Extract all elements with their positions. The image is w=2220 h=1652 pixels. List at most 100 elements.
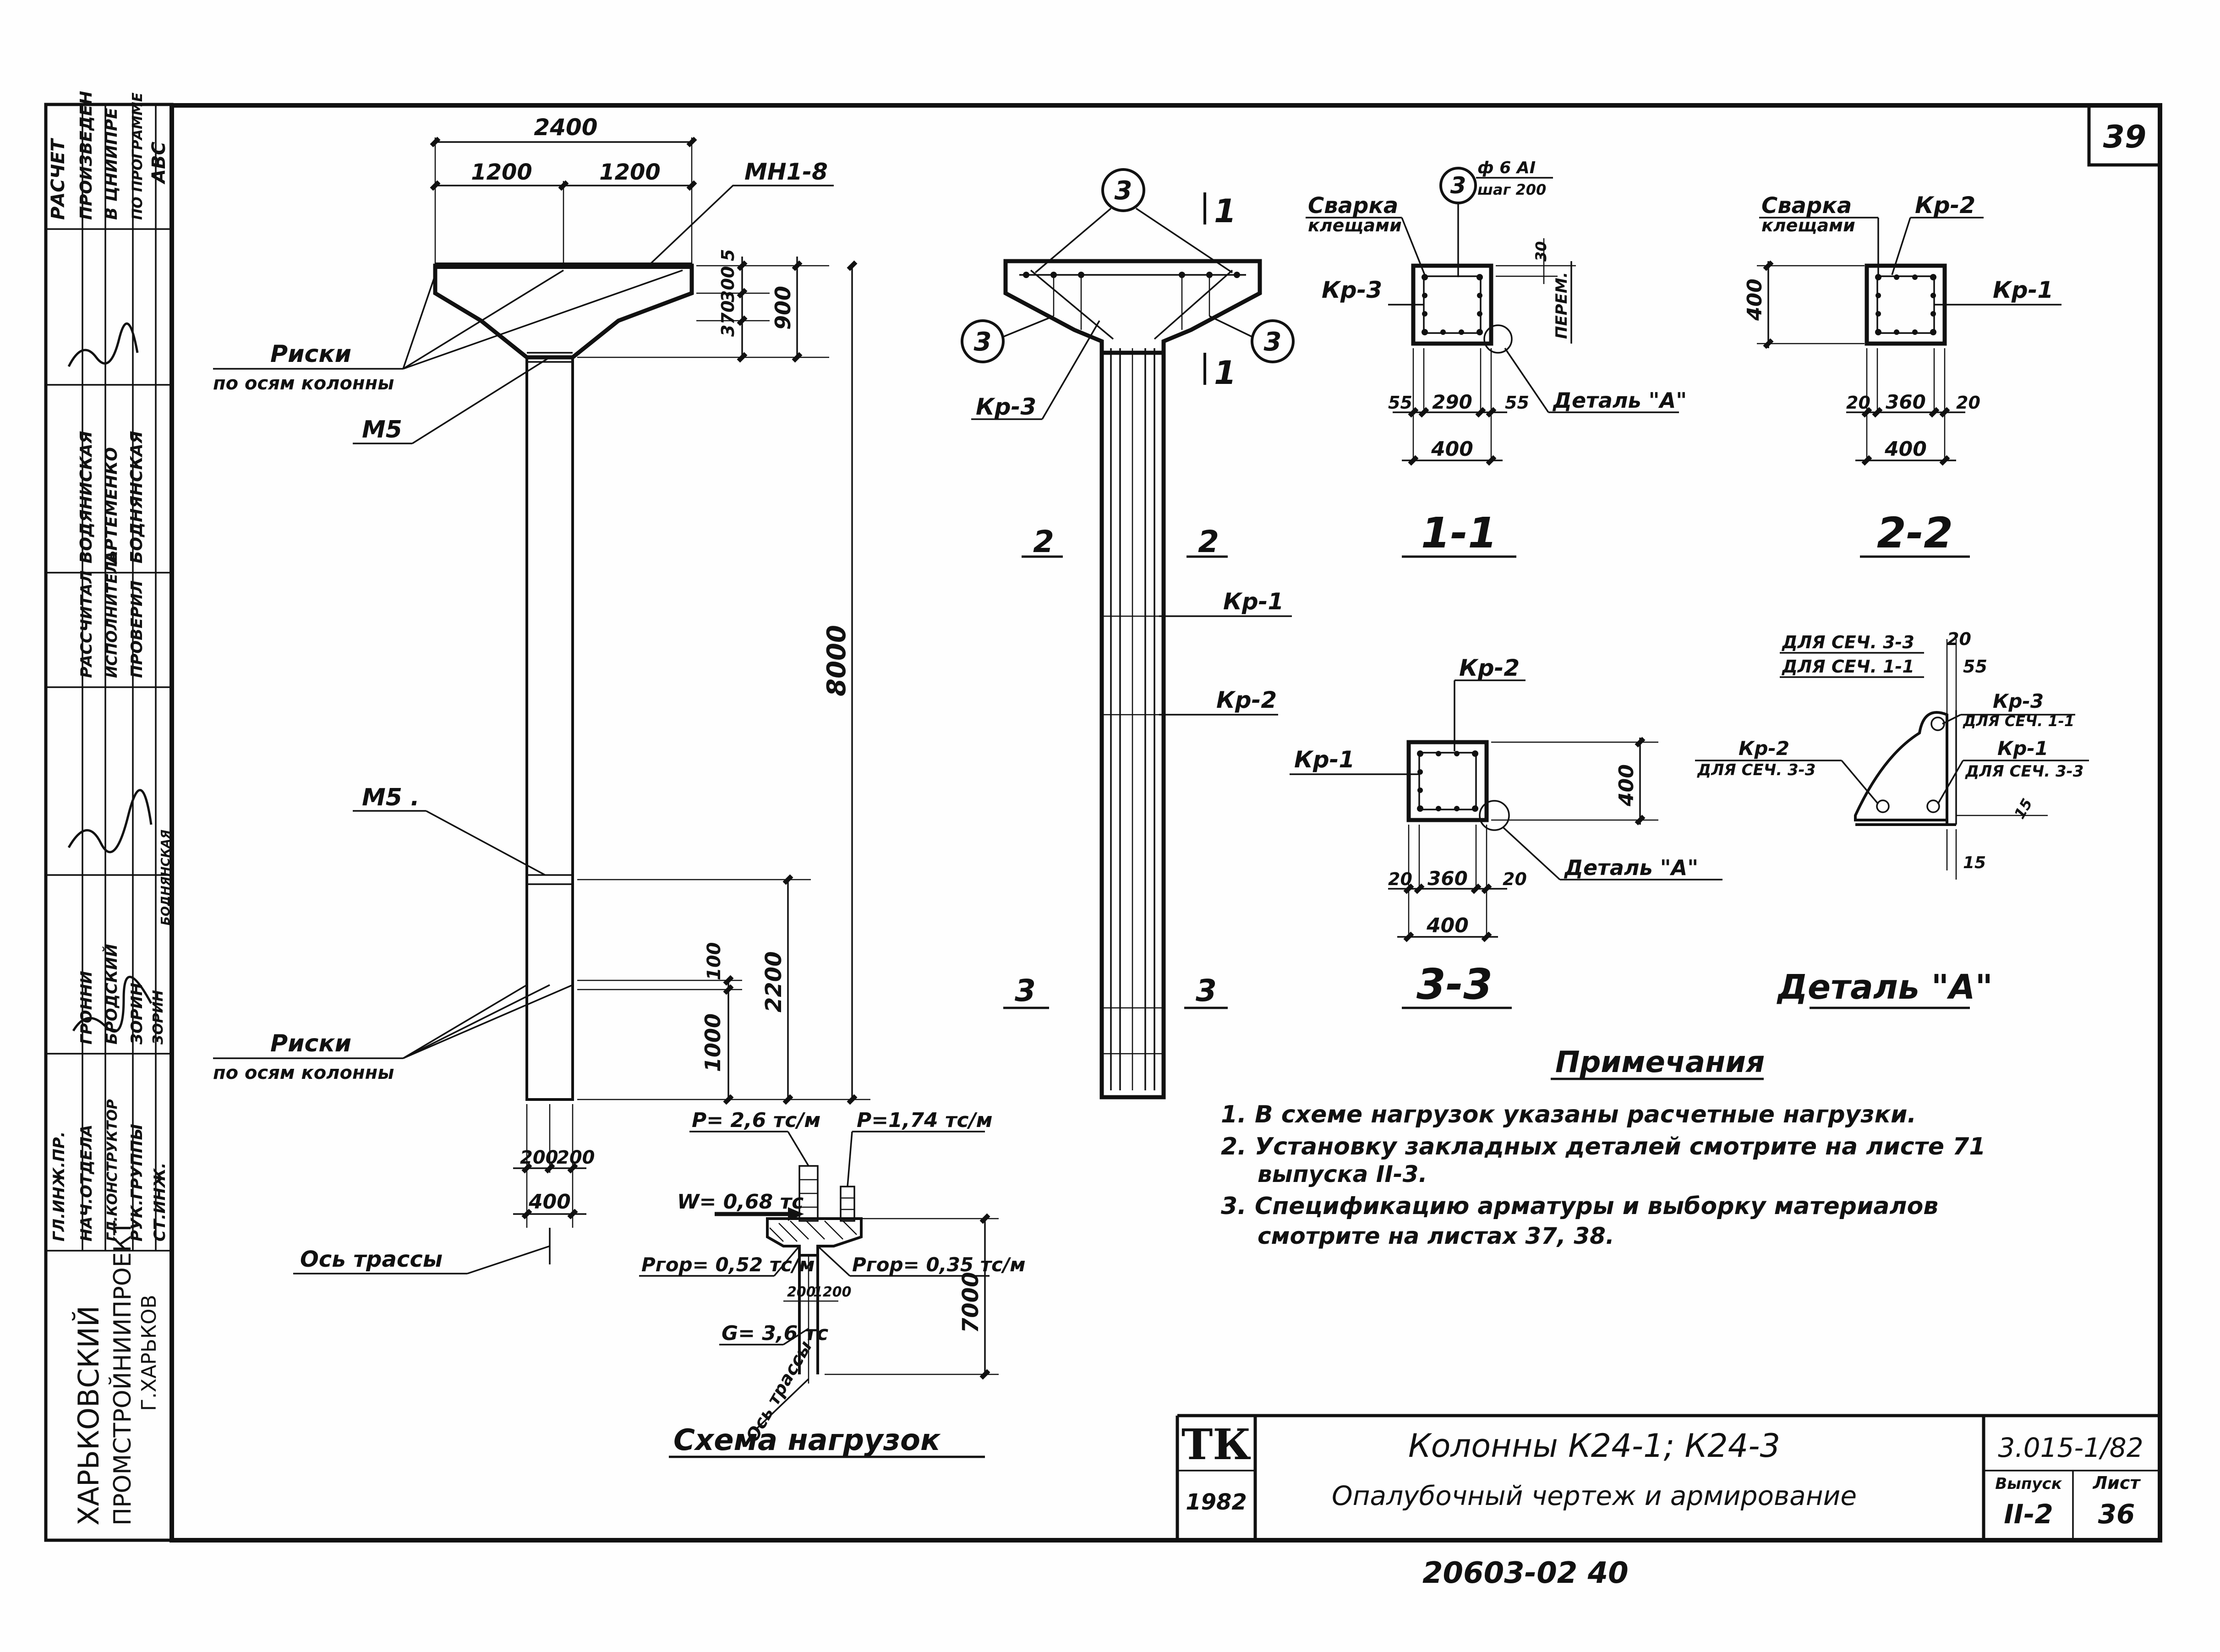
load-dim-1200: 1200	[813, 1284, 852, 1300]
s22-dim-20-right: 20	[1956, 393, 1980, 413]
title-main: Колонны К24-1; К24-3	[1408, 1427, 1780, 1465]
side-stamp: РАСЧЕТ ПРОИЗВЕДЕН В ЦНИИПРЕ ПО ПРОГРАММЕ…	[46, 91, 173, 1526]
section-2-2: Сварка клещами Кр-2 400 Кр-1 20 360 20 4…	[1743, 192, 2061, 558]
s11-rebar-step: шаг 200	[1477, 181, 1546, 198]
stamp-signature	[67, 323, 153, 1033]
dim-1200-left: 1200	[471, 159, 532, 185]
notes: Примечания 1. В схеме нагрузок указаны р…	[1221, 1045, 1985, 1249]
column-elevation: 2400 1200 1200 МН1-8 5 300 370 900 8000	[213, 114, 870, 1275]
title-logo: ТК	[1181, 1420, 1251, 1469]
notes-line-3: выпуска II-3.	[1258, 1161, 1427, 1187]
stamp-role-4: РУК.ГРУППЫ	[128, 1124, 146, 1242]
s11-kr3: Кр-3	[1322, 277, 1382, 303]
s11-variable: ПЕРЕМ.	[1553, 272, 1571, 339]
section-3-right: 3	[1196, 973, 1217, 1008]
m5-lower: М5 .	[362, 784, 420, 811]
s11-title: 1-1	[1421, 509, 1497, 558]
detail-dim-20: 20	[1947, 629, 1971, 649]
dim-400-base: 400	[528, 1190, 571, 1214]
dim-200-left: 200	[520, 1147, 558, 1168]
s22-kr2: Кр-2	[1915, 192, 1975, 219]
s33-kr1: Кр-1	[1294, 746, 1355, 773]
column-head	[433, 263, 694, 360]
load-scheme-title: Схема нагрузок	[673, 1423, 941, 1457]
title-block: ТК 1982 Колонны К24-1; К24-3 Опалубочный…	[1176, 1414, 2160, 1540]
dim-200-right: 200	[557, 1147, 595, 1168]
stamp-verifier-2: АРТЕМЕНКО	[102, 447, 121, 565]
s33-dim-20-left: 20	[1388, 869, 1412, 889]
dim-300: 300	[718, 266, 738, 302]
dim-2200: 2200	[761, 951, 787, 1012]
load-w: W= 0,68 тс	[677, 1190, 804, 1214]
detail-dim-15a: 15	[2011, 795, 2036, 822]
dim-5: 5	[718, 249, 738, 261]
stamp-verifier-1: ВОДЯНИСКАЯ	[77, 431, 96, 563]
stamp-staff-name-3: ЗОРИН	[128, 983, 146, 1045]
load-p-hor-left: Pгор= 0,52 тс/м	[641, 1253, 815, 1276]
detail-a: ДЛЯ СЕЧ. 3-3 20 ДЛЯ СЕЧ. 1-1 55 Кр-3 ДЛЯ…	[1695, 629, 2089, 1009]
stamp-verify-role-3: ПРОВЕРИЛ	[128, 580, 146, 678]
callout-embedded-part: МН1-8	[744, 159, 828, 185]
title-year: 1982	[1186, 1489, 1247, 1515]
stamp-organization-2: ПРОМСТРОЙНИИПРОЕКТ	[109, 1220, 137, 1526]
notes-line-2: 2. Установку закладных деталей смотрите …	[1221, 1133, 1985, 1160]
s22-welding-sub: клещами	[1761, 215, 1855, 235]
s11-rebar-spec: ф 6 АI	[1477, 159, 1536, 177]
pos-3-top: 3	[1115, 176, 1132, 206]
s22-kr1: Кр-1	[1993, 277, 2053, 303]
load-g: G= 3,6 тс	[722, 1322, 828, 1345]
stamp-role-5: СТ.ИНЖ.	[151, 1162, 169, 1242]
s33-dim-20-right: 20	[1503, 869, 1527, 889]
s22-dim-20-left: 20	[1846, 393, 1870, 413]
detail-for-33: ДЛЯ СЕЧ. 3-3	[1782, 632, 1914, 652]
dim-900: 900	[771, 286, 795, 330]
section-2-left: 2	[1033, 524, 1054, 559]
pos-3-right: 3	[1264, 327, 1282, 357]
s22-dim-400: 400	[1884, 438, 1927, 461]
s33-title: 3-3	[1416, 960, 1493, 1009]
s33-kr2: Кр-2	[1459, 655, 1520, 681]
dim-370: 370	[718, 301, 738, 337]
section-1-1: Сварка клещами 3 ф 6 АI шаг 200 30 ПЕРЕМ…	[1306, 159, 1687, 558]
title-code: 3.015-1/82	[1998, 1432, 2143, 1463]
detail-kr1-for: ДЛЯ СЕЧ. 3-3	[1965, 762, 2083, 781]
marks-label-bottom: Риски	[270, 1030, 351, 1057]
inventory-number: 20603-02 40	[1422, 1556, 1629, 1590]
pos-3-left: 3	[974, 327, 992, 357]
section-cut-1-top: 1	[1214, 192, 1236, 230]
notes-line-1: 1. В схеме нагрузок указаны расчетные на…	[1221, 1101, 1916, 1128]
s11-dim-400: 400	[1431, 438, 1473, 461]
s22-title: 2-2	[1877, 509, 1953, 558]
notes-line-4: 3. Спецификацию арматуры и выборку матер…	[1221, 1193, 1938, 1220]
detail-kr2-for: ДЛЯ СЕЧ. 3-3	[1697, 761, 1815, 779]
kr1-label: Кр-1	[1223, 588, 1284, 615]
stamp-organization-3: Г.ХАРЬКОВ	[137, 1295, 161, 1411]
stamp-computation-1: РАСЧЕТ	[48, 138, 69, 220]
stamp-computation-4: ПО ПРОГРАММЕ	[130, 92, 146, 220]
s11-dim-30: 30	[1532, 241, 1550, 262]
stamp-verifier-3: БОДНЯНСКАЯ	[127, 431, 146, 563]
stamp-role-2: НАЧ.ОТДЕЛА	[77, 1125, 96, 1242]
stamp-staff-name-4: ЗОРИН	[150, 990, 166, 1045]
detail-kr2: Кр-2	[1739, 737, 1789, 760]
s11-detail-ref: Деталь "А"	[1552, 388, 1687, 413]
sheet-number: 39	[2103, 119, 2147, 155]
s33-detail-ref: Деталь "А"	[1564, 855, 1698, 880]
s11-pos-3: 3	[1450, 172, 1466, 199]
load-scheme: P= 2,6 тс/м P=1,74 тс/м W= 0,68 тс Pгор=…	[639, 1109, 1026, 1458]
m5-upper: М5	[362, 416, 402, 443]
stamp-verify-role-1: РАССЧИТАЛ	[77, 570, 96, 678]
sheet-frame: 39	[44, 103, 2162, 1543]
s11-dim-55-right: 55	[1505, 393, 1529, 413]
section-cut-1-bottom: 1	[1214, 354, 1236, 392]
stamp-computation-5: АВС	[148, 142, 170, 185]
notes-line-5: смотрите на листах 37, 38.	[1258, 1223, 1614, 1249]
marks-sublabel-top: по осям колонны	[213, 373, 394, 394]
title-sheet-value: 36	[2098, 1499, 2135, 1530]
load-p-left: P= 2,6 тс/м	[692, 1109, 820, 1132]
load-height-7000: 7000	[958, 1272, 984, 1333]
s22-welding: Сварка	[1761, 193, 1852, 219]
track-axis-label: Ось трассы	[300, 1247, 443, 1272]
s11-dim-55-left: 55	[1388, 393, 1412, 413]
